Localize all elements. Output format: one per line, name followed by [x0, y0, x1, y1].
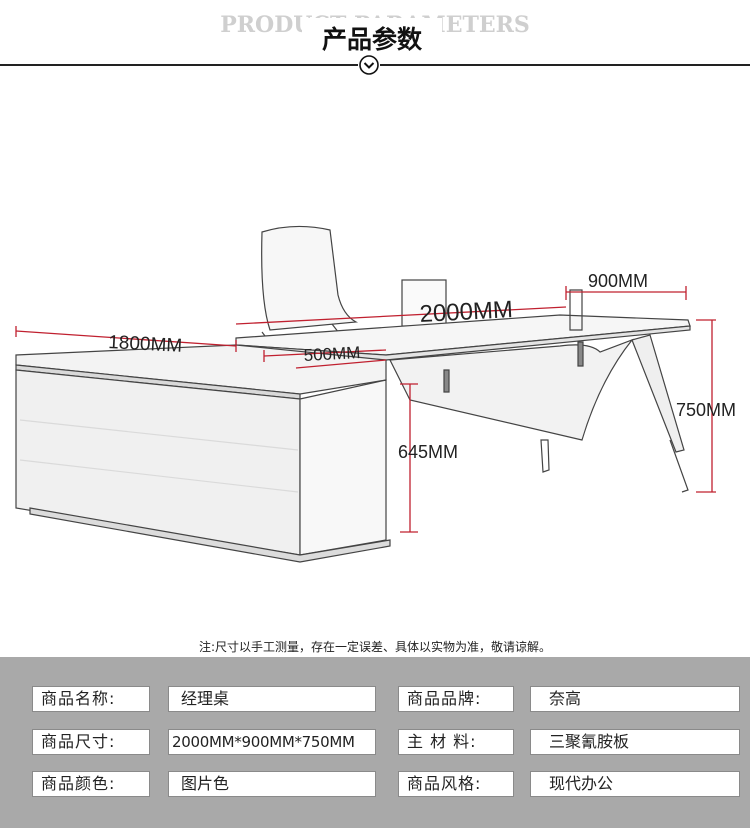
dim-label-900: 900MM	[588, 271, 648, 291]
product-name-value: 经理桌	[168, 686, 376, 712]
product-size-label: 商品尺寸:	[32, 729, 150, 755]
header-title-backdrop	[302, 18, 442, 54]
desk-line-drawing: 1800MM 2000MM 500MM 900MM 750MM 645MM	[15, 225, 736, 563]
dim-label-645: 645MM	[398, 442, 458, 462]
dim-label-1800: 1800MM	[108, 332, 183, 357]
product-name-label: 商品名称:	[32, 686, 150, 712]
product-size-value: 2000MM*900MM*750MM	[168, 729, 376, 755]
product-color-value: 图片色	[168, 771, 376, 797]
chevron-down-circle-icon	[359, 55, 379, 75]
product-material-label: 主 材 料:	[398, 729, 514, 755]
product-style-value: 现代办公	[530, 771, 740, 797]
dim-label-750: 750MM	[676, 400, 736, 420]
product-material-value: 三聚氰胺板	[530, 729, 740, 755]
product-brand-label: 商品品牌:	[398, 686, 514, 712]
dim-label-2000: 2000MM	[419, 296, 514, 328]
product-style-label: 商品风格:	[398, 771, 514, 797]
product-brand-value: 奈高	[530, 686, 740, 712]
dim-label-500: 500MM	[303, 343, 361, 365]
header-title-cn: 产品参数	[321, 25, 422, 54]
section-header: PRODUCT PARAMETERS 产品参数	[0, 0, 750, 90]
product-color-label: 商品颜色:	[32, 771, 150, 797]
measurement-note: 注:尺寸以手工测量，存在一定误差、具体以实物为准，敬请谅解。	[198, 640, 552, 654]
